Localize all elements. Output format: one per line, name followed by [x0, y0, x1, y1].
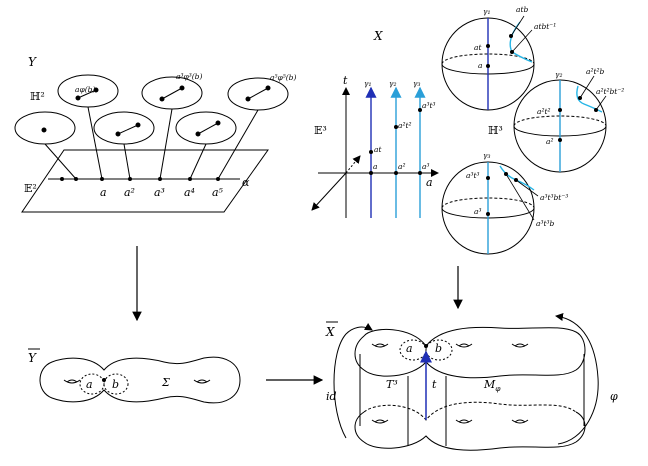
disk-label-3: a³φ³(b)	[176, 72, 202, 81]
bottom-surface-back	[363, 401, 577, 421]
id-arrow	[333, 322, 373, 439]
sphere2-low: a²	[546, 137, 553, 146]
axis-point-a3: a³	[154, 186, 165, 199]
gamma1-label: γ₁	[364, 79, 372, 88]
sphere-1	[441, 15, 535, 111]
sphere1-gamma: γ₁	[483, 7, 491, 16]
sphere2-right-label: a²t²bt⁻²	[596, 87, 624, 96]
Xbar-label: X	[325, 325, 335, 339]
H3-label: ℍ³	[488, 124, 503, 137]
loop-a	[79, 373, 105, 395]
sigma-label: Σ	[161, 376, 170, 389]
x-axis-a: a	[426, 176, 433, 189]
x-point-a2: a²	[398, 162, 405, 171]
axis-point-a5: a⁵	[212, 186, 224, 199]
sphere2-mid: a²t²	[537, 107, 551, 116]
basepoint	[102, 378, 106, 382]
panel-Y: Y ℍ² 𝔼² α a a² a³ a⁴ a⁵	[14, 55, 296, 213]
panel-Ybar: Y a b Σ	[28, 348, 241, 404]
X-label: X	[373, 29, 383, 43]
surface-b: b	[112, 378, 119, 391]
sphere-3	[441, 161, 539, 255]
sphere3-mid: a³	[474, 207, 481, 216]
sphere3-gamma: γ₃	[483, 151, 491, 160]
x-point-a3: a³	[422, 162, 429, 171]
torus-a: a	[406, 342, 413, 355]
gamma2-label: γ₂	[389, 79, 397, 88]
sphere1-low: a	[478, 61, 482, 70]
diag-axis-up	[345, 155, 361, 174]
top-basepoint	[424, 344, 428, 348]
sphere1-top-label: atb	[516, 5, 528, 14]
sphere3-right-label: a³t³bt⁻³	[540, 193, 568, 202]
Y-label: Y	[28, 55, 37, 69]
t-axis-label: t	[343, 74, 348, 87]
hyperbolic-disks	[14, 74, 289, 145]
sphere1-right-label: atbt⁻¹	[534, 22, 556, 31]
sphere2-top-label: a²t²b	[586, 67, 604, 76]
point-a2t2: a²t²	[398, 121, 412, 130]
sphere-2	[513, 75, 607, 173]
axis-point-a: a	[100, 186, 107, 199]
top-loop-b	[425, 339, 453, 361]
phi-arrow	[555, 313, 599, 445]
panel-H3: ℍ³ γ₁ atb atbt⁻¹ at a	[441, 5, 624, 255]
axis-point-a4: a⁴	[184, 186, 195, 199]
t-bottom-label: t	[432, 378, 437, 391]
torus-b: b	[435, 342, 442, 355]
E2-label: 𝔼²	[24, 182, 37, 195]
sphere3-low: a³t³b	[536, 219, 554, 228]
point-a3t3: a³t³	[422, 101, 436, 110]
H2-label: ℍ²	[30, 90, 45, 103]
sphere2-gamma: γ₂	[555, 70, 563, 79]
panel-X: X 𝔼³ t γ₁ γ₂ γ₃ a a² a³ a at a²t² a³t³	[311, 29, 439, 218]
E2-plane	[21, 149, 269, 213]
T3-label: T³	[386, 378, 398, 391]
diag-axis-down	[311, 172, 347, 211]
Ybar-label: Y	[28, 351, 37, 365]
id-label: id	[326, 390, 337, 403]
top-surface	[354, 326, 586, 379]
loop-b	[103, 373, 129, 395]
gamma3-label: γ₃	[413, 79, 421, 88]
panel-Xbar: X a b t T³ Mφ	[325, 313, 618, 451]
phi-label: φ	[610, 390, 618, 403]
Xbar-holes	[371, 343, 529, 424]
disk-label-1: aφ(b)	[75, 85, 95, 94]
genus-surface	[39, 356, 241, 404]
sphere1-mid: at	[474, 43, 482, 52]
alpha-label: α	[242, 176, 250, 189]
x-points	[369, 108, 422, 175]
surface-a: a	[86, 378, 93, 391]
x-point-a: a	[373, 162, 377, 171]
bottom-surface-front	[354, 411, 586, 451]
M-label: Mφ	[483, 378, 501, 393]
sphere3-top-label: a³t³	[466, 171, 480, 180]
E3-label: 𝔼³	[314, 124, 327, 137]
disk-stems	[44, 106, 259, 180]
top-loop-a	[399, 339, 427, 361]
axis-point-a2: a²	[124, 186, 135, 199]
point-at: at	[374, 145, 382, 154]
disk-label-5: a⁵φ⁵(b)	[270, 73, 296, 82]
surface-holes	[63, 379, 211, 384]
disk-segments	[41, 85, 271, 137]
